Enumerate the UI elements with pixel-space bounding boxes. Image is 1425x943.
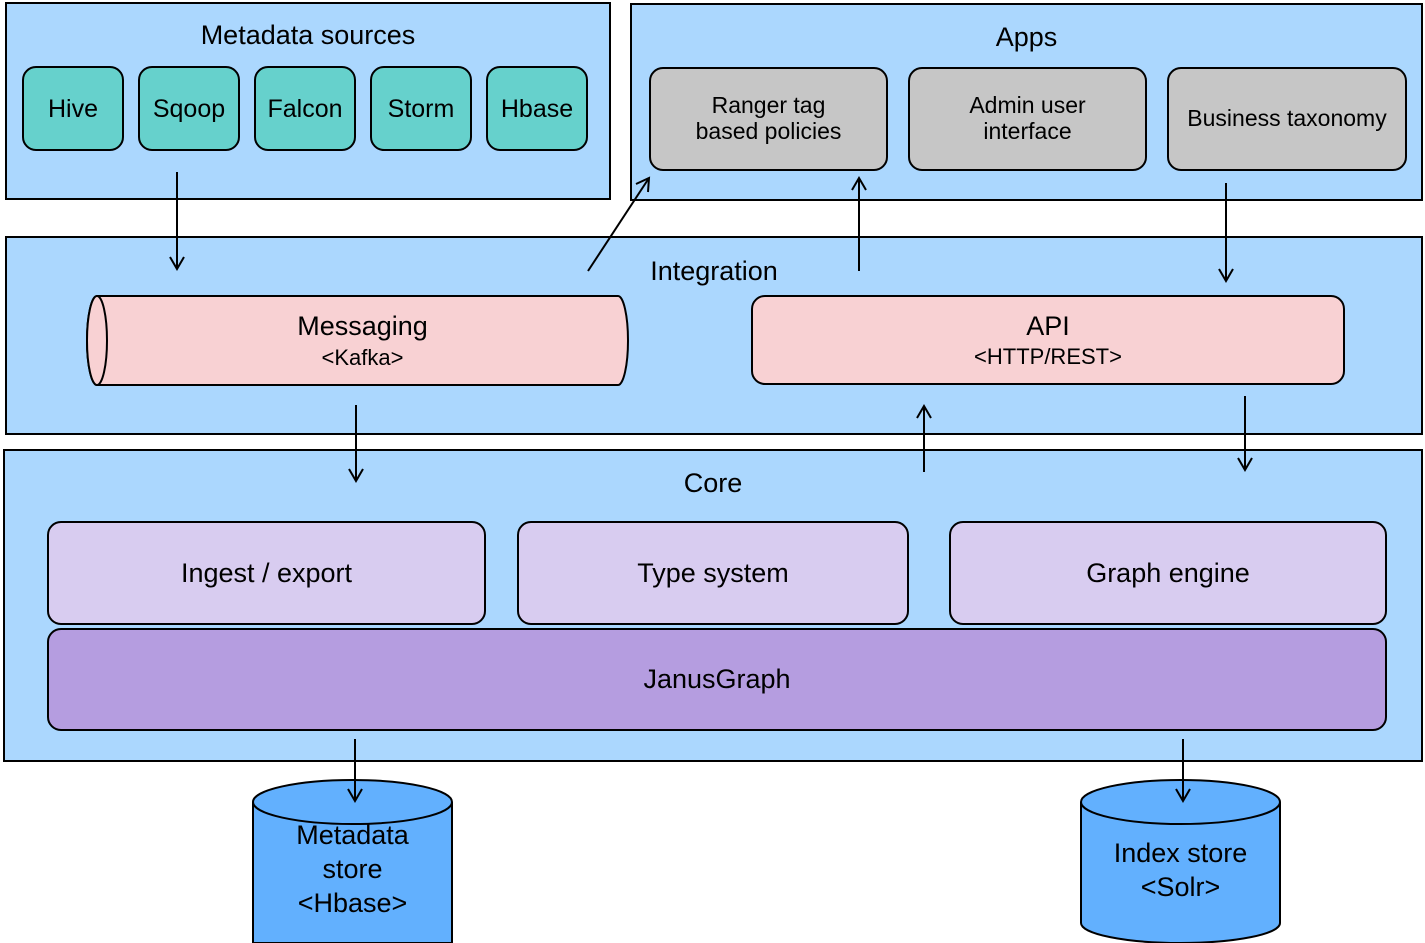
core-title: Core: [683, 468, 743, 498]
metadata-store-label: Metadata store <Hbase>: [253, 819, 452, 920]
apps-title: Apps: [995, 22, 1058, 52]
index-store-label: Index store <Solr>: [1081, 837, 1280, 905]
source-storm: Storm: [370, 66, 472, 151]
messaging-tech: <Kafka>: [321, 344, 404, 370]
app-admin-ui: Admin user interface: [908, 67, 1147, 171]
source-label: Falcon: [267, 94, 343, 123]
messaging-name: Messaging: [297, 311, 428, 341]
source-label: Hive: [47, 94, 98, 123]
core-ingest-export: Ingest / export: [47, 521, 486, 625]
api-name: API: [1026, 310, 1070, 341]
integration-title: Integration: [650, 256, 778, 286]
metadata-store-line2: store: [322, 853, 383, 884]
metadata-store-line1: Metadata: [296, 820, 409, 850]
index-store-line1: Index store: [1113, 838, 1248, 868]
source-hbase: Hbase: [486, 66, 588, 151]
core-module-label: Graph engine: [1086, 557, 1250, 588]
source-falcon: Falcon: [254, 66, 356, 151]
source-label: Storm: [387, 94, 455, 123]
source-sqoop: Sqoop: [138, 66, 240, 151]
api-box: API <HTTP/REST>: [751, 295, 1345, 385]
source-label: Hbase: [500, 94, 574, 123]
api-tech: <HTTP/REST>: [974, 343, 1122, 369]
app-ranger-tag-policies: Ranger tag based policies: [649, 67, 888, 171]
source-hive: Hive: [22, 66, 124, 151]
app-label-line1: Admin user: [969, 92, 1086, 119]
source-label: Sqoop: [152, 94, 226, 123]
app-label-line2: interface: [983, 118, 1072, 144]
app-label-line1: Business taxonomy: [1187, 105, 1387, 132]
core-module-label: Ingest / export: [180, 557, 353, 588]
app-business-taxonomy: Business taxonomy: [1167, 67, 1407, 171]
index-store-line2: <Solr>: [1140, 871, 1221, 902]
app-label-line1: Ranger tag: [711, 92, 826, 119]
messaging-label: Messaging <Kafka>: [110, 310, 615, 371]
core-module-label: Type system: [637, 557, 789, 588]
core-type-system: Type system: [517, 521, 909, 625]
metadata-sources-title: Metadata sources: [200, 20, 416, 50]
metadata-store-line3: <Hbase>: [297, 887, 408, 918]
janusgraph-label: JanusGraph: [643, 664, 791, 695]
janusgraph-box: JanusGraph: [47, 628, 1387, 731]
app-label-line2: based policies: [695, 118, 842, 144]
core-graph-engine: Graph engine: [949, 521, 1387, 625]
